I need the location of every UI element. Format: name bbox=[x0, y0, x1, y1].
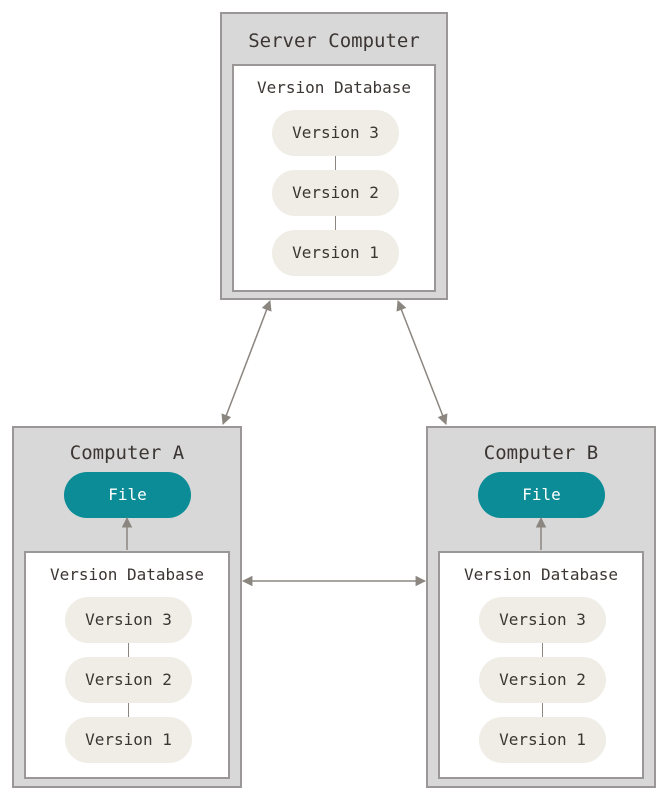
computer-b-version-database: Version Database Version 3 Version 2 Ver… bbox=[438, 551, 644, 779]
computer-a-database-title: Version Database bbox=[49, 565, 205, 584]
computer-b-title: Computer B bbox=[483, 442, 599, 464]
server-version-3: Version 3 bbox=[272, 110, 399, 156]
computer-b: Computer B File Version Database Version… bbox=[426, 426, 656, 788]
computer-b-file: File bbox=[478, 472, 605, 518]
computer-b-version-2: Version 2 bbox=[479, 657, 606, 703]
computer-a-title: Computer A bbox=[69, 442, 185, 464]
computer-a-version-1: Version 1 bbox=[65, 717, 192, 763]
server-version-database: Version Database Version 3 Version 2 Ver… bbox=[232, 64, 436, 292]
server-computer: Server Computer Version Database Version… bbox=[220, 12, 448, 300]
computer-a-file: File bbox=[64, 472, 191, 518]
server-database-title: Version Database bbox=[256, 78, 412, 97]
computer-b-database-title: Version Database bbox=[463, 565, 619, 584]
computer-a-version-3: Version 3 bbox=[65, 597, 192, 643]
server-computer-title: Server Computer bbox=[248, 30, 420, 52]
computer-a-version-2: Version 2 bbox=[65, 657, 192, 703]
server-to-computer-a-arrow bbox=[221, 300, 272, 425]
computer-a-version-database: Version Database Version 3 Version 2 Ver… bbox=[24, 551, 230, 779]
computer-b-version-3: Version 3 bbox=[479, 597, 606, 643]
computer-a: Computer A File Version Database Version… bbox=[12, 426, 242, 788]
server-version-1: Version 1 bbox=[272, 230, 399, 276]
computer-b-version-1: Version 1 bbox=[479, 717, 606, 763]
server-to-computer-b-arrow bbox=[396, 300, 448, 425]
server-version-2: Version 2 bbox=[272, 170, 399, 216]
